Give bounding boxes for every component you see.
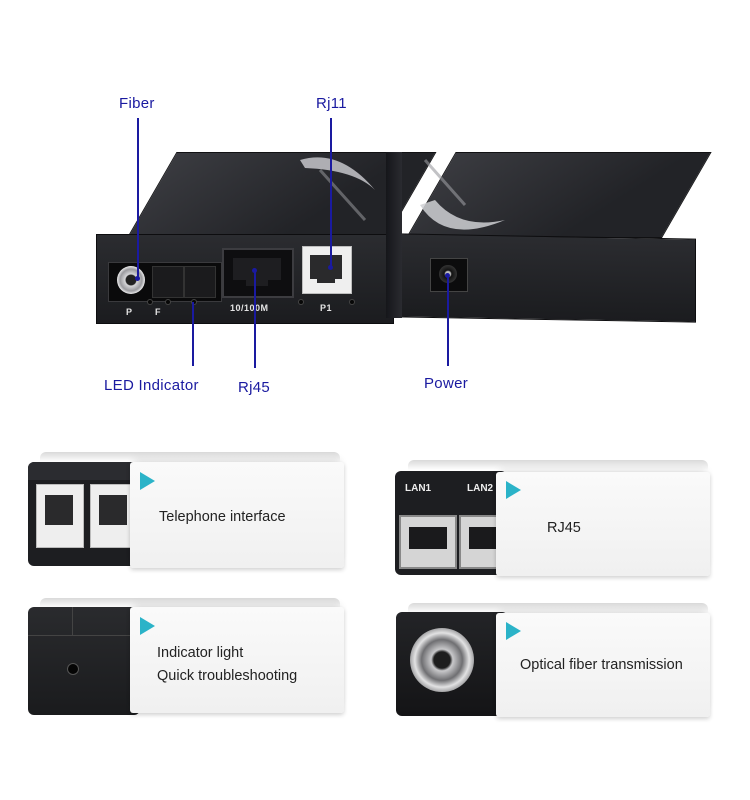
callout-rj11: Rj11 (316, 95, 347, 112)
feature-text: Telephone interface (159, 509, 286, 525)
play-triangle-icon (140, 617, 155, 635)
port-label-p: P (126, 307, 133, 317)
feature-panel (496, 613, 710, 717)
callout-line (192, 302, 194, 366)
port-label-f: F (155, 307, 161, 317)
callout-power: Power (424, 375, 469, 392)
led-indicator (192, 300, 196, 304)
led-indicator (166, 300, 170, 304)
led-indicator (350, 300, 354, 304)
telephone-port-photo (28, 462, 140, 566)
play-triangle-icon (140, 472, 155, 490)
fiber-slot (184, 266, 216, 298)
feature-text: Optical fiber transmission (520, 657, 683, 673)
led-indicator (299, 300, 303, 304)
brand-swoosh-icon (300, 157, 375, 222)
callout-line (254, 270, 256, 368)
callout-dot (328, 265, 333, 270)
feature-text: RJ45 (547, 520, 581, 536)
feature-text-line1: Indicator light (157, 645, 244, 661)
fiber-slot (152, 266, 184, 298)
callout-led: LED Indicator (104, 377, 199, 394)
feature-panel (130, 607, 344, 713)
callout-line (447, 276, 449, 366)
right-unit-side (386, 152, 402, 318)
indicator-photo (28, 607, 140, 715)
photo-label-lan1: LAN1 (405, 483, 432, 494)
play-triangle-icon (506, 481, 521, 499)
rj45-port (222, 248, 294, 298)
callout-dot (445, 273, 450, 278)
port-label-ethernet: 10/100M (230, 303, 269, 313)
callout-dot (252, 268, 257, 273)
photo-label-lan2: LAN2 (467, 483, 494, 494)
callout-line (330, 118, 332, 268)
fiber-connector (117, 266, 145, 294)
callout-line (137, 118, 139, 278)
callout-dot (135, 276, 140, 281)
feature-panel (496, 472, 710, 576)
port-label-p1: P1 (320, 303, 333, 313)
feature-panel (130, 462, 344, 568)
callout-fiber: Fiber (119, 95, 155, 112)
led-indicator (148, 300, 152, 304)
fiber-connector-photo (396, 612, 508, 716)
play-triangle-icon (506, 622, 521, 640)
rj45-port-photo: LAN1 LAN2 (395, 471, 507, 575)
callout-rj45: Rj45 (238, 379, 271, 396)
brand-swoosh-icon (420, 159, 505, 230)
feature-text-line2: Quick troubleshooting (157, 668, 298, 684)
rj11-port (302, 246, 352, 294)
